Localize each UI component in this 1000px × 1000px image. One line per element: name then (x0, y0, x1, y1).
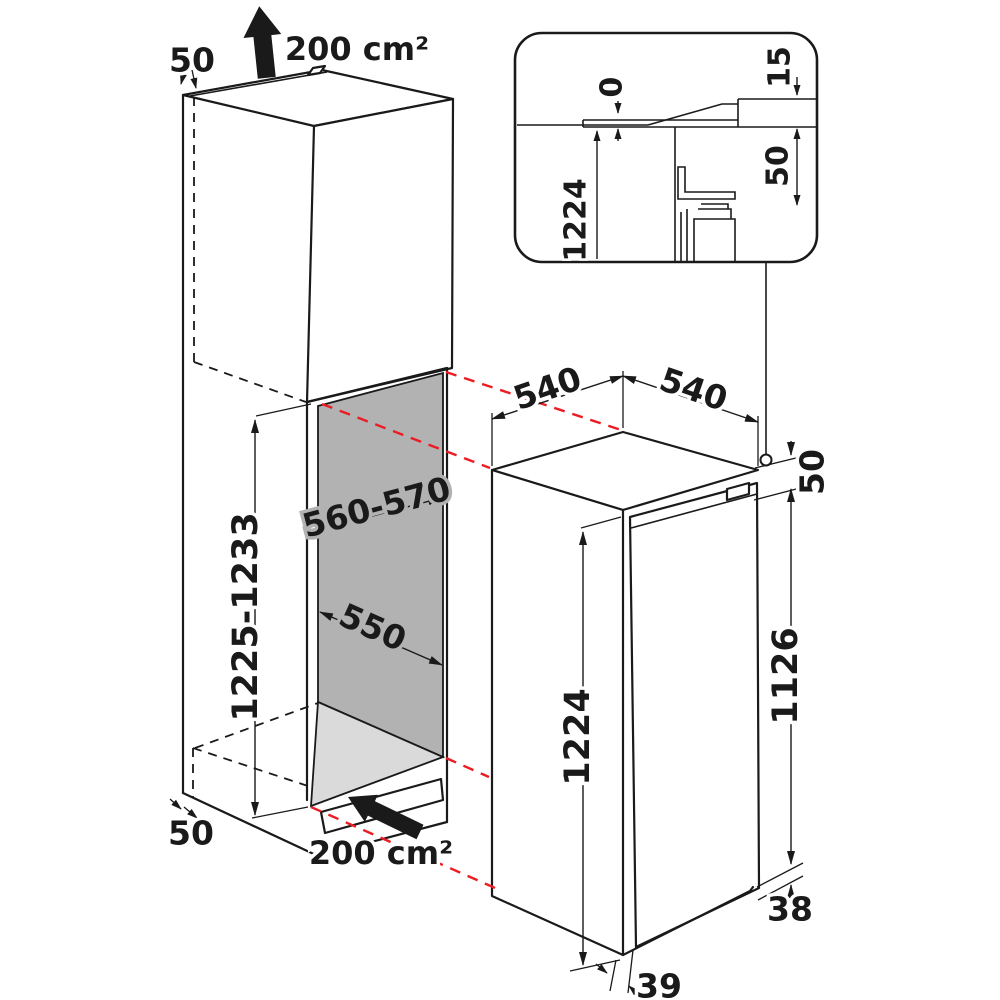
inset-mounting-bracket (677, 166, 736, 200)
appliance-width-left-label: 540 (508, 358, 586, 417)
dim-bottom-gap: 50 (165, 798, 217, 856)
cabinet-top-inner-edge (189, 71, 328, 97)
top-gap-label: 50 (169, 41, 215, 80)
door-thickness-label: 39 (636, 967, 682, 1000)
dim-appliance-height: 1224 (555, 516, 622, 972)
top-clearance-label: 50 (793, 449, 832, 495)
appliance-width-right-label: 540 (655, 359, 733, 418)
top-recess-label: 15 (763, 46, 798, 88)
inset-appliance-rear-detail (680, 203, 736, 261)
dim-bottom-front-gap: 38 (757, 875, 816, 932)
door-height-label: 1126 (766, 627, 806, 724)
niche-height-label: 1225-1233 (226, 512, 266, 721)
detail-inset: 0 15 50 1224 (513, 31, 819, 264)
inset-dim-flush-gap: 0 (592, 74, 632, 141)
inset-niche-height-label: 1224 (559, 178, 594, 262)
top-vent-arrow-icon (243, 6, 282, 79)
dim-door-thickness: 39 (595, 949, 685, 1000)
bottom-gap-label: 50 (168, 814, 214, 853)
dim-door-height: 1126 (756, 488, 810, 888)
inset-dim-rear-clearance: 50 (758, 128, 801, 206)
projection-line (445, 756, 490, 779)
plinth-bottom-left-edge (181, 791, 320, 858)
top-vent-notch (306, 64, 327, 77)
dim-top-clearance: 50 (753, 441, 835, 501)
inset-leader-dot (759, 453, 773, 467)
top-vent-area-label: 200 cm² (285, 30, 429, 68)
dim-top-gap: 50 (166, 37, 218, 89)
bottom-vent-area-label: 200 cm² (309, 834, 453, 872)
rear-clearance-label: 50 (761, 145, 796, 187)
inset-dim-top-recess: 15 (760, 44, 801, 96)
projection-line (321, 402, 491, 470)
projection-line (310, 805, 503, 893)
hidden-edge (192, 747, 321, 791)
inset-hinge-wedge (647, 103, 738, 126)
bottom-front-gap-label: 38 (767, 890, 813, 929)
niche-back-wall (317, 371, 444, 759)
flush-gap-label: 0 (595, 77, 630, 98)
inset-dim-niche-height: 1224 (556, 130, 601, 264)
bottom-vent-arrow-icon (348, 794, 424, 840)
inset-cabinet-top-step (737, 98, 816, 128)
door-top-hinge-plate (725, 481, 751, 502)
projection-lines (310, 370, 622, 893)
appliance-door-face (628, 481, 761, 949)
cabinet-drawing (181, 64, 455, 858)
appliance-drawing (490, 430, 761, 957)
door-top-trim (630, 493, 758, 529)
niche-top-front-edge (305, 366, 449, 404)
appliance-bottom-edge (621, 885, 755, 957)
inset-appliance-top-panel (582, 119, 738, 128)
appliance-height-label: 1224 (558, 688, 598, 785)
projection-line (445, 370, 622, 432)
hidden-edge (193, 361, 307, 403)
niche-floor (310, 700, 446, 808)
cabinet-front-face (305, 97, 455, 404)
dim-niche-height: 1225-1233 (223, 403, 312, 819)
inset-frame (513, 31, 819, 264)
